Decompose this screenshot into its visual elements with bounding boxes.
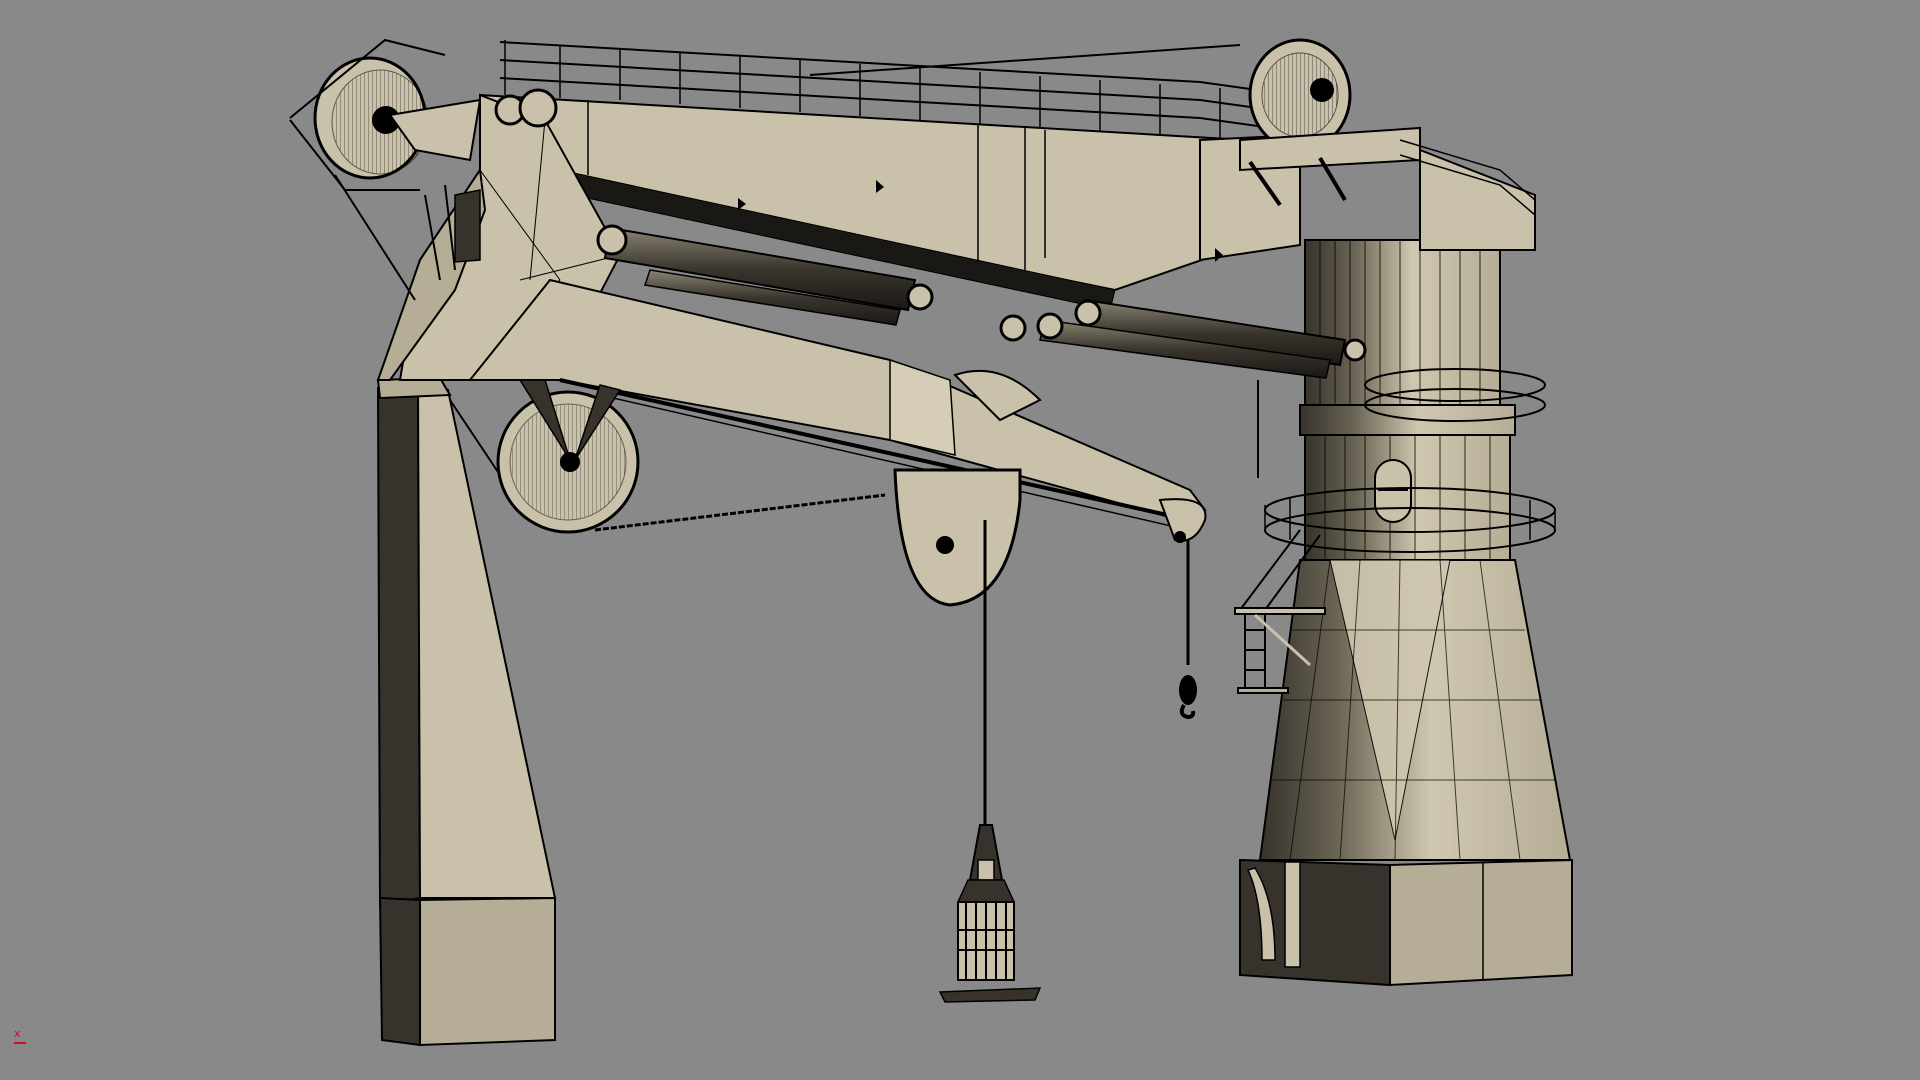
winch-drum-top (1239, 38, 1536, 251)
access-stairs (1234, 529, 1326, 694)
pedestal-tower (1239, 239, 1573, 987)
boom-support-struts (334, 174, 501, 476)
x-axis-indicator-icon (14, 1042, 26, 1044)
x-axis-label: x (14, 1027, 21, 1040)
jib-sheave-right (893, 369, 1042, 607)
auxiliary-hook (1179, 675, 1197, 720)
main-hook-block (938, 824, 1042, 1003)
axis-gizmo: x (12, 1028, 52, 1052)
tower-platform-railings (1264, 368, 1556, 553)
knuckle-jib (467, 278, 1207, 543)
boom-rest-column (376, 376, 557, 1047)
knuckle-frame (376, 88, 622, 381)
hoist-wires (594, 380, 1259, 835)
winch-drum-left (289, 38, 446, 191)
jib-sheave-left (496, 379, 640, 534)
luffing-cylinders (596, 224, 1367, 379)
